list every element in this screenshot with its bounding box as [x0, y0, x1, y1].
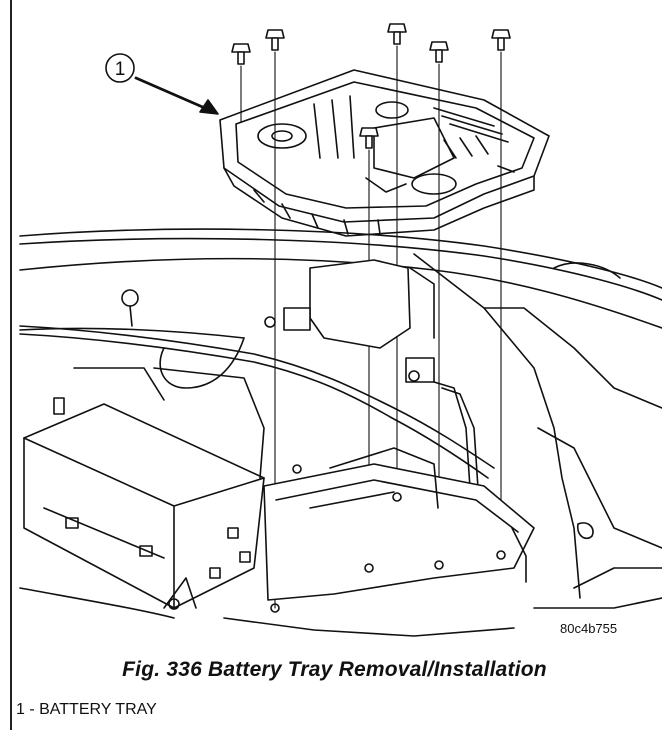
bolt-6: [359, 127, 379, 149]
figure-legend: 1 - BATTERY TRAY: [16, 701, 157, 719]
vehicle-body: [19, 228, 662, 637]
callout-1: 1: [105, 53, 219, 115]
bolt-4: [429, 41, 449, 63]
tray-bolts: [231, 23, 511, 149]
bolt-2: [265, 29, 285, 51]
legend-item: 1 - BATTERY TRAY: [16, 701, 157, 718]
bolt-1: [231, 43, 251, 65]
figure-caption: Fig. 336 Battery Tray Removal/Installati…: [122, 658, 547, 681]
battery-tray: [219, 69, 550, 237]
page-border-rule: [10, 0, 12, 730]
bolt-3: [387, 23, 407, 45]
figure-code: 80c4b755: [560, 621, 618, 636]
battery-tray-illustration: 1: [19, 23, 662, 637]
callout-number: 1: [115, 59, 126, 80]
bolt-5: [491, 29, 511, 51]
